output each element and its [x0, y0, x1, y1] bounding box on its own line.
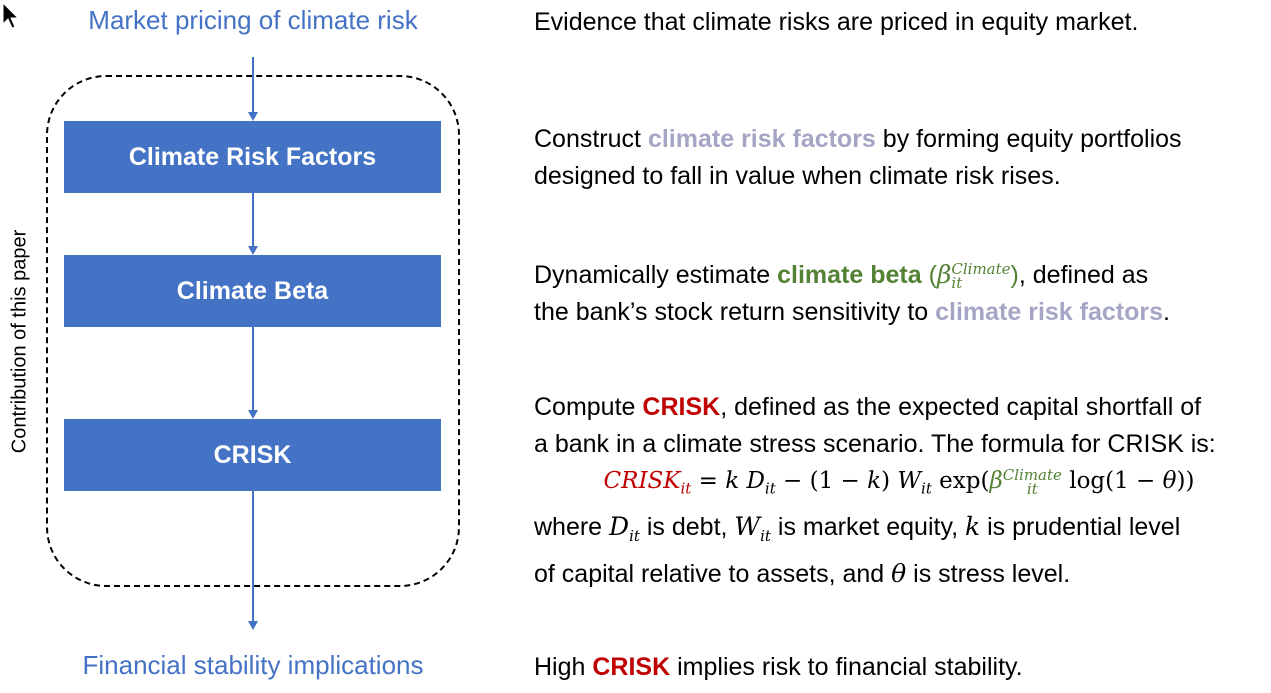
f: CRISK [603, 468, 681, 494]
text: implies risk to financial stability. [670, 653, 1023, 681]
sub: it [951, 274, 963, 293]
arrow-down-icon [248, 621, 258, 630]
desc-crisk: Compute CRISK, defined as the expected c… [534, 389, 1264, 593]
arrow-line [252, 491, 254, 622]
beta: β [936, 260, 952, 289]
text: . [1163, 298, 1170, 326]
text: a bank in a climate stress scenario. The… [534, 430, 1216, 458]
text: designed to fall in value when climate r… [534, 162, 1061, 190]
f: W [897, 468, 922, 494]
desc-stability: High CRISK implies risk to financial sta… [534, 649, 1264, 686]
m: θ [891, 558, 907, 588]
box-climate-beta: Climate Beta [64, 255, 441, 327]
m: k [965, 511, 981, 541]
highlight-crisk: CRISK [592, 653, 671, 681]
f: log(1 − [1061, 468, 1163, 494]
m: D [609, 511, 630, 541]
f: it [680, 479, 692, 498]
f: exp( [931, 468, 990, 494]
f: k [867, 468, 882, 494]
arrow-line [252, 327, 254, 411]
text: by forming equity portfolios [875, 125, 1182, 153]
box-crisk: CRISK [64, 419, 441, 491]
f: β [989, 468, 1003, 494]
desc-market: Evidence that climate risks are priced i… [534, 8, 1139, 36]
arrow-down-icon [248, 112, 258, 121]
text: of capital relative to assets, and [534, 559, 892, 588]
text: is stress level. [906, 559, 1071, 588]
f: it [921, 479, 932, 498]
f: ) [881, 468, 898, 494]
text: , defined as [1018, 261, 1149, 289]
text: is debt, [639, 512, 735, 541]
text: where [534, 512, 610, 541]
box-climate-risk-factors: Climate Risk Factors [64, 121, 441, 193]
desc-factors: Construct climate risk factors by formin… [534, 121, 1264, 195]
f: θ [1162, 468, 1177, 494]
f: it [1026, 480, 1038, 498]
highlight-climate-beta: climate beta [777, 261, 922, 289]
f: Climate [1002, 466, 1062, 484]
m: it [760, 526, 771, 545]
highlight-climate-risk-factors: climate risk factors [647, 125, 876, 153]
text: High [534, 653, 593, 681]
bottom-label: Financial stability implications [82, 650, 424, 680]
text: the bank’s stock return sensitivity to [534, 298, 936, 326]
highlight-crisk: CRISK [642, 393, 721, 421]
mouse-cursor-icon [2, 2, 20, 29]
f: k [725, 468, 740, 494]
text: , defined as the expected capital shortf… [720, 393, 1202, 421]
f: D [746, 468, 765, 494]
side-label: Contribution of this paper [8, 229, 31, 454]
m: W [734, 511, 761, 541]
arrow-line [252, 193, 254, 247]
m: it [629, 526, 640, 545]
sup: Climate [951, 260, 1011, 279]
text: is market equity, [770, 512, 965, 541]
text: Dynamically estimate [534, 261, 778, 289]
f: )) [1176, 468, 1195, 494]
arrow-line [252, 57, 254, 113]
top-label: Market pricing of climate risk [88, 5, 418, 35]
f: = [691, 468, 726, 494]
f: − (1 − [775, 468, 868, 494]
text: is prudential level [980, 512, 1181, 541]
arrow-down-icon [248, 410, 258, 419]
highlight-climate-risk-factors: climate risk factors [935, 298, 1164, 326]
text: Construct [534, 125, 648, 153]
text: Compute [534, 393, 643, 421]
arrow-down-icon [248, 246, 258, 255]
f: it [764, 479, 776, 498]
